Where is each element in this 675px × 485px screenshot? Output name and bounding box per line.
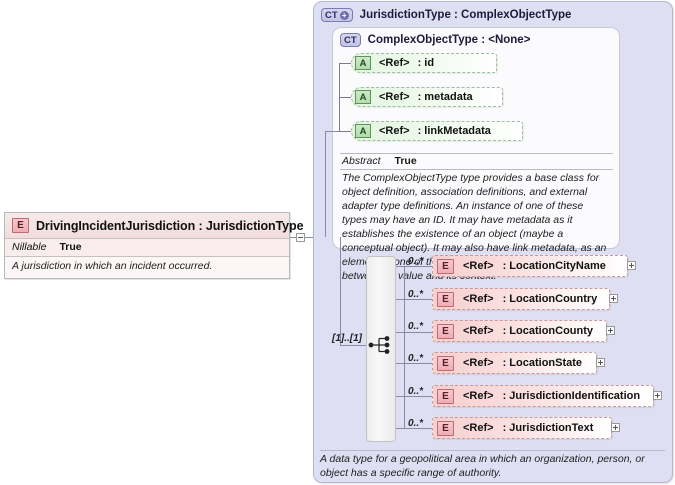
element-tree-branch-2 [396,299,434,300]
element-name: : LocationState [502,357,583,369]
complex-type-inner-property-value: True [394,155,417,167]
attribute-row[interactable]: A <Ref> : metadata [351,87,503,107]
complex-type-inner-property-abstract: Abstract True [340,153,613,170]
element-tree-branch-3 [396,332,434,333]
attribute-tree-branch-2 [339,97,351,98]
element-expand-toggle[interactable] [609,294,618,303]
attribute-ref: <Ref> [379,57,410,69]
complex-type-outer-title: JurisdictionType : ComplexObjectType [359,9,572,21]
element-name: : LocationCityName [502,260,606,272]
element-row[interactable]: E <Ref> : LocationState [432,352,597,374]
element-expand-toggle[interactable] [653,391,662,400]
compositor-drop-line-join [325,131,339,132]
connector-segment-left [290,237,296,238]
element-tree-branch-1 [396,266,404,267]
element-badge-E-icon: E [437,355,454,371]
attribute-tree-branch-3 [339,131,351,132]
element-cardinality: 0..* [408,321,424,332]
complex-type-inner-property-key: Abstract [342,155,381,167]
element-ref: <Ref> [463,390,494,402]
complex-type-outer-header: CT+ JurisdictionType : ComplexObjectType [314,2,672,22]
element-row[interactable]: E <Ref> : LocationCounty [432,320,607,342]
element-ref: <Ref> [463,325,494,337]
element-cardinality: 0..* [408,353,424,364]
element-cardinality: 0..* [408,418,424,429]
element-cardinality: 0..* [408,289,424,300]
element-ref: <Ref> [463,293,494,305]
element-name: : LocationCounty [502,325,594,337]
element-expand-toggle[interactable] [606,326,615,335]
element-badge-E-icon: E [12,218,29,233]
element-box-header: E DrivingIncidentJurisdiction : Jurisdic… [5,213,304,239]
attribute-name: : metadata [417,91,473,103]
compositor-inbound-line [340,345,366,346]
element-row[interactable]: E <Ref> : LocationCountry [432,288,610,310]
attribute-badge-A-icon: A [355,124,371,138]
element-ref: <Ref> [463,422,494,434]
compositor-drop-line-lower [340,237,341,345]
element-ref: <Ref> [463,357,494,369]
element-tree-trunk [404,266,405,429]
element-ref: <Ref> [463,260,494,272]
sequence-compositor-container[interactable] [366,256,396,442]
element-badge-E-icon: E [437,323,454,339]
element-name: : JurisdictionIdentification [502,390,641,402]
attribute-ref: <Ref> [379,91,410,103]
element-tree-branch-5 [396,396,434,397]
element-tree-branch-6 [396,428,434,429]
element-expand-toggle[interactable] [611,423,620,432]
attribute-badge-A-icon: A [355,90,371,104]
element-tree-branch-1b [404,266,434,267]
attribute-name: : linkMetadata [417,125,491,137]
element-tree-branch-4 [396,363,434,364]
element-expand-toggle[interactable] [627,261,636,270]
element-name: : JurisdictionText [502,422,594,434]
element-box-property-value: True [59,241,82,253]
expand-plus-icon[interactable]: + [339,10,349,20]
attribute-row[interactable]: A <Ref> : linkMetadata [351,121,523,141]
compositor-drop-line-upper [325,131,326,237]
element-row[interactable]: E <Ref> : JurisdictionText [432,417,612,439]
complextype-badge-CT-icon[interactable]: CT [340,33,361,47]
element-badge-E-icon: E [437,420,454,436]
complex-type-outer-documentation: A data type for a geopolitical area in w… [320,450,665,480]
element-box-property-nillable: Nillable True [5,239,289,257]
element-cardinality: 0..* [408,386,424,397]
complex-type-inner-title: ComplexObjectType : <None> [367,34,531,46]
complex-type-inner-details: Abstract True The ComplexObjectType type… [340,153,613,284]
connector-collapse-toggle[interactable] [296,233,305,242]
complextype-badge-CT-icon[interactable]: CT+ [321,8,353,22]
element-box-property-key: Nillable [12,241,47,253]
element-badge-E-icon: E [437,291,454,307]
complex-type-inner-documentation: The ComplexObjectType type provides a ba… [342,172,607,282]
attribute-tree-branch-1 [339,63,351,64]
element-row[interactable]: E <Ref> : JurisdictionIdentification [432,385,654,407]
element-name: : LocationCountry [502,293,598,305]
attribute-ref: <Ref> [379,125,410,137]
element-row[interactable]: E <Ref> : LocationCityName [432,255,628,277]
attribute-row[interactable]: A <Ref> : id [351,53,497,73]
element-box-documentation: A jurisdiction in which an incident occu… [5,257,289,279]
element-badge-E-icon: E [437,388,454,404]
sequence-cardinality-label: [1]..[1] [332,333,362,344]
element-cardinality: 0..* [408,256,424,267]
element-definition-box[interactable]: E DrivingIncidentJurisdiction : Jurisdic… [4,212,304,280]
element-badge-E-icon: E [437,258,454,274]
attribute-badge-A-icon: A [355,56,371,70]
element-box-title: DrivingIncidentJurisdiction : Jurisdicti… [36,218,304,233]
element-expand-toggle[interactable] [596,358,605,367]
complex-type-inner-header: CT ComplexObjectType : <None> [333,28,619,47]
sequence-compositor-icon[interactable] [368,335,396,355]
attribute-name: : id [417,57,435,69]
